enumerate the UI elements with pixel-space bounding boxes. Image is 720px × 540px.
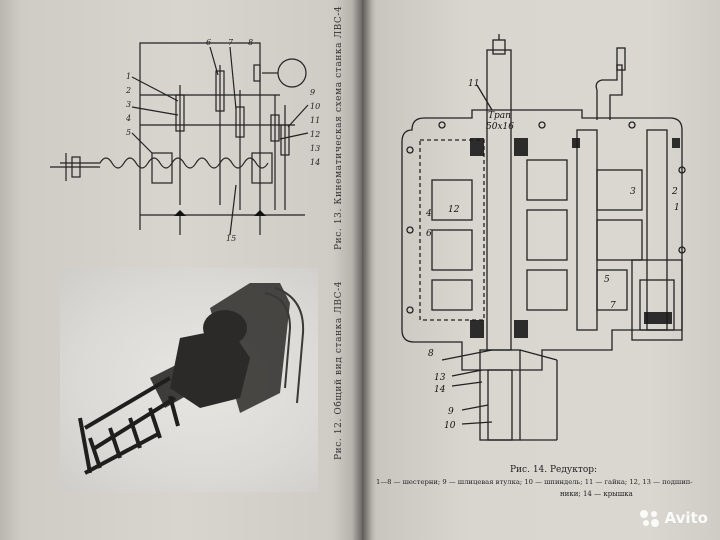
watermark-brand: Avito	[664, 509, 708, 527]
kinematic-schematic: 1 2 3 4 5 6 7 8 9 10 11 12 13 14 15	[50, 38, 320, 243]
reducer-number: 8	[428, 349, 434, 359]
reducer-number: 3	[630, 187, 636, 197]
schematic-number: 5	[126, 128, 131, 137]
reducer-number: 13	[434, 373, 446, 383]
reducer-number: 11	[468, 79, 479, 89]
fig13-caption: Рис. 13. Кинематическая схема станка ЛВС…	[334, 5, 344, 250]
reducer-number: 6	[426, 229, 432, 239]
schematic-number: 12	[310, 130, 320, 139]
schematic-number: 7	[228, 38, 234, 47]
schematic-number: 11	[310, 116, 320, 125]
schematic-number: 4	[125, 114, 131, 123]
schematic-number: 9	[310, 88, 315, 97]
reducer-number: 9	[448, 407, 454, 417]
reducer-drawing: Трап 50х16 11 3 2 1 4 12 6 5 7 8 13 14 9…	[401, 34, 686, 441]
fig14-legend-line1: 1—8 — шестерни; 9 — шлицевая втулка; 10 …	[376, 478, 693, 486]
schematic-number: 2	[125, 86, 131, 95]
reducer-number: 5	[604, 275, 610, 285]
avito-logo-icon	[639, 510, 659, 527]
fig14-legend-line2: ники; 14 — крышка	[560, 490, 633, 498]
machine-photo-drawing	[78, 283, 305, 475]
fig12-caption: Рис. 12. Общий вид станка ЛВС-4	[334, 280, 344, 460]
schematic-number: 14	[310, 158, 320, 167]
schematic-number: 6	[206, 38, 211, 47]
avito-watermark: Avito	[637, 508, 708, 528]
thread-label: 50х16	[486, 122, 514, 132]
schematic-number: 1	[126, 72, 131, 81]
machine-photo	[60, 268, 318, 492]
fig14-title: Рис. 14. Редуктор:	[510, 465, 598, 475]
reducer-number: 10	[444, 421, 456, 431]
schematic-number: 13	[310, 144, 320, 153]
reducer-number: 14	[434, 385, 446, 395]
reducer-number: 4	[425, 209, 432, 219]
reducer-number: 1	[674, 203, 680, 213]
reducer-number: 7	[610, 301, 616, 311]
schematic-number: 8	[248, 38, 253, 47]
reducer-number: 2	[671, 187, 678, 197]
thread-label: Трап	[488, 111, 511, 121]
reducer-number: 12	[448, 205, 460, 215]
schematic-number: 3	[126, 100, 131, 109]
schematic-number: 10	[310, 102, 320, 111]
book-gutter	[352, 0, 372, 540]
schematic-number: 15	[226, 234, 236, 243]
